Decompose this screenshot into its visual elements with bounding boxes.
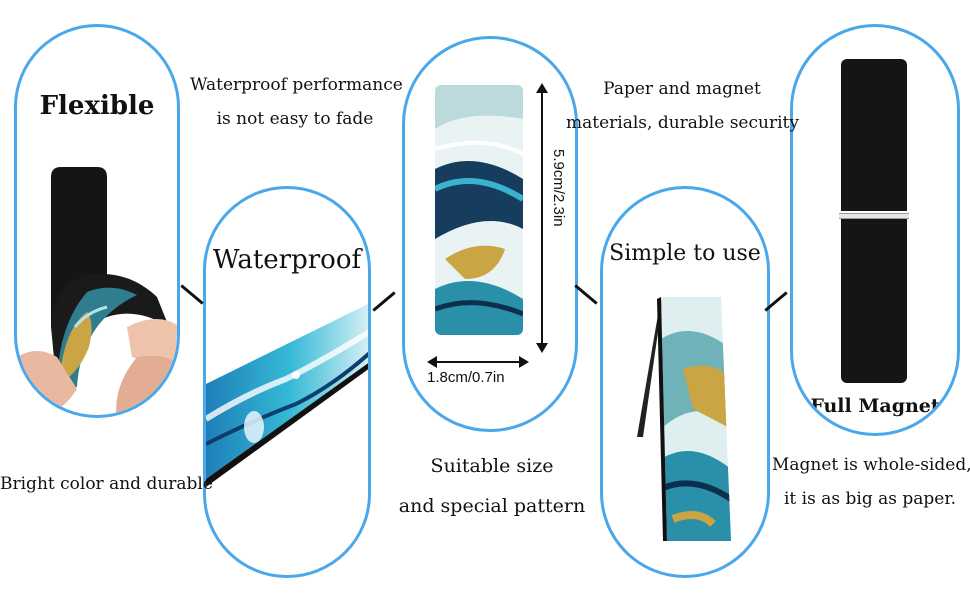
height-label: 5.9cm/2.3in	[550, 149, 567, 227]
width-arrow-head-left	[427, 356, 437, 368]
flexible-panel: Flexible	[14, 24, 180, 418]
caption-suitable-size: Suitable size and special pattern	[392, 446, 592, 526]
caption-line: it is as big as paper.	[784, 489, 956, 509]
caption-line: Magnet is whole-sided,	[772, 455, 970, 475]
magnet-sheet-top	[841, 59, 907, 211]
height-arrow-head-top	[536, 83, 548, 93]
caption-magnet-whole-sided: Magnet is whole-sided, it is as big as p…	[772, 448, 970, 516]
caption-waterproof-performance: Waterproof performance is not easy to fa…	[190, 68, 403, 136]
folded-bookmark-image	[637, 297, 731, 541]
connector-2	[372, 291, 396, 312]
simple-to-use-title: Simple to use	[609, 241, 761, 266]
magnet-sheet-bottom	[841, 219, 907, 383]
waterproof-panel: Waterproof	[203, 186, 371, 578]
magnet-divider	[839, 213, 909, 219]
width-label: 1.8cm/0.7in	[427, 369, 505, 386]
caption-line: materials, durable security	[566, 113, 799, 133]
height-arrow	[541, 87, 543, 347]
simple-to-use-panel: Simple to use	[600, 186, 770, 578]
waterproof-title: Waterproof	[212, 245, 362, 275]
flexible-title: Flexible	[39, 91, 155, 121]
flexible-bookmark-image	[17, 167, 177, 415]
caption-line: Bright color and durable	[0, 474, 213, 494]
caption-line: is not easy to fade	[216, 109, 374, 129]
caption-line: and special pattern	[398, 495, 586, 517]
marble-bookmark-image	[435, 85, 523, 335]
caption-paper-and-magnet: Paper and magnet materials, durable secu…	[566, 72, 799, 140]
caption-line: Waterproof performance	[190, 75, 403, 95]
width-arrow	[433, 361, 521, 363]
full-magnet-panel: Full Magnet	[790, 24, 960, 436]
caption-line: Suitable size	[430, 455, 554, 477]
height-arrow-head-bottom	[536, 343, 548, 353]
caption-line: Paper and magnet	[603, 79, 761, 99]
connector-1	[180, 284, 204, 305]
dimensions-panel: 5.9cm/2.3in 1.8cm/0.7in	[402, 36, 578, 432]
full-magnet-title: Full Magnet	[810, 395, 940, 417]
waterproof-bookmark-image	[206, 303, 368, 487]
width-arrow-head-right	[519, 356, 529, 368]
caption-bright-color: Bright color and durable	[0, 467, 213, 501]
